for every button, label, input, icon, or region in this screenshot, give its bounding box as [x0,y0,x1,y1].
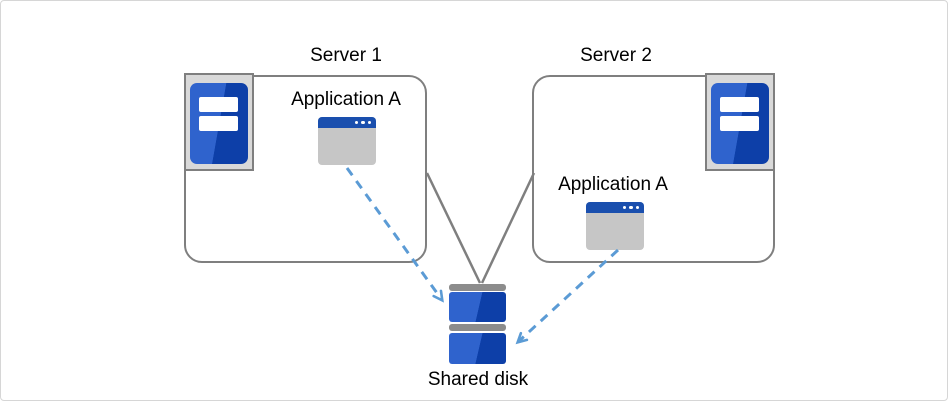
app-window-icon [318,117,376,165]
titlebar-dot-icon [629,205,633,210]
server1-icon-frame [184,73,254,171]
disk-platter-icon [449,333,506,364]
titlebar-dot-icon [367,120,371,125]
tower-slot-icon [198,96,238,112]
server2-title: Server 2 [580,45,652,66]
tower-slot-icon [719,96,759,112]
server2-icon-frame [705,73,775,171]
app-window-icon [586,202,644,250]
tower-slot-icon [719,115,759,131]
app-window-titlebar [318,117,376,128]
arrow-app2-to-disk [515,248,620,345]
connector-server2-to-disk [480,172,536,284]
server1-title: Server 1 [310,45,382,66]
titlebar-dot-icon [622,205,626,210]
shared-disk-label: Shared disk [427,369,529,390]
server1-app-label: Application A [291,89,401,110]
titlebar-dot-icon [361,120,365,125]
connector-server1-to-disk [425,172,482,284]
titlebar-dot-icon [635,205,639,210]
app-window-titlebar [586,202,644,213]
tower-slot-icon [198,115,238,131]
server-tower-icon [710,82,769,164]
disk-cap-icon [449,284,506,291]
titlebar-dot-icon [354,120,358,125]
disk-platter-icon [449,292,506,322]
disk-cap-icon [449,324,506,331]
server-tower-icon [189,82,248,164]
server2-app-label: Application A [558,174,668,195]
